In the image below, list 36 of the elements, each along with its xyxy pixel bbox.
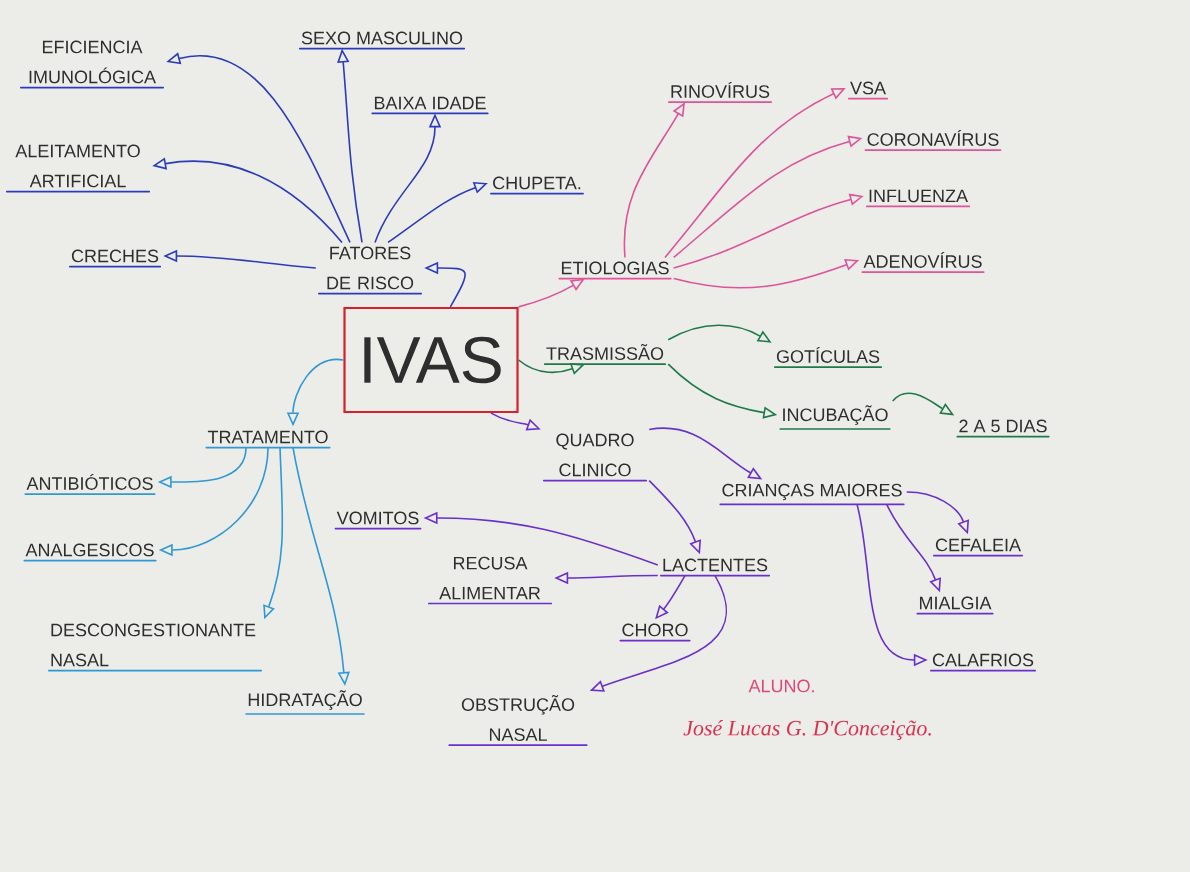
underlined-label: CEFALEIA xyxy=(932,538,1024,557)
underlined-label: EFICIENCIA IMUNOLÓGICA xyxy=(19,40,165,89)
underlined-label: VOMITOS xyxy=(334,511,422,530)
note-text: ALUNO. xyxy=(748,679,814,693)
underlined-label: ALEITAMENTO ARTIFICIAL xyxy=(5,144,151,193)
underlined-label: TRATAMENTO xyxy=(205,430,331,449)
underlined-label: 2 A 5 DIAS xyxy=(956,419,1050,438)
underlined-label: ANALGESICOS xyxy=(23,543,157,562)
underlined-label: VSA xyxy=(847,81,889,100)
underlined-label: CRIANÇAS MAIORES xyxy=(719,483,905,506)
underlined-label: BAIXA IDADE xyxy=(371,96,489,115)
underlined-label: MIALGIA xyxy=(916,596,994,615)
underlined-label: RINOVÍRUS xyxy=(667,82,773,103)
underlined-label: CHORO xyxy=(619,623,691,642)
underlined-label: RECUSA ALIMENTAR xyxy=(427,556,553,605)
underlined-label: QUADRO CLINICO xyxy=(542,433,648,482)
underlined-label: HIDRATAÇÃO xyxy=(245,690,365,715)
underlined-label: INCUBAÇÃO xyxy=(779,405,891,430)
underlined-label: GOTÍCULAS xyxy=(773,347,883,368)
underlined-label: INFLUENZA xyxy=(865,189,971,208)
underlined-label: OBSTRUÇÃO NASAL xyxy=(448,695,588,747)
underlined-label: LACTENTES xyxy=(659,558,771,577)
underlined-label: DESCONGESTIONANTE NASAL xyxy=(47,623,263,672)
underlined-label: CORONAVÍRUS xyxy=(864,130,1002,151)
arrow xyxy=(517,278,585,308)
underlined-label: CALAFRIOS xyxy=(929,653,1037,672)
underlined-label: ETIOLOGIAS xyxy=(558,261,672,280)
underlined-label: CRECHES xyxy=(68,249,162,268)
underlined-label: TRASMISSÃO xyxy=(543,344,667,366)
underlined-label: ANTIBIÓTICOS xyxy=(24,474,156,495)
underlined-label: FATORES DE RISCO xyxy=(317,246,423,295)
underlined-label: CHUPETA. xyxy=(490,176,584,195)
underlined-label: ADENOVÍRUS xyxy=(861,252,985,273)
signature: José Lucas G. D'Conceição. xyxy=(683,720,931,740)
central-box: IVAS xyxy=(343,306,519,414)
underlined-label: SEXO MASCULINO xyxy=(298,31,466,50)
